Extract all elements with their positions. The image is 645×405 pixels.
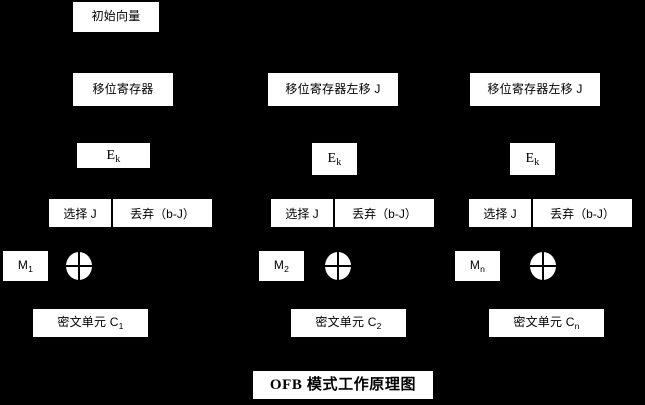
select-label-2: 选择 J (285, 206, 319, 221)
encrypt-box-3: Ek (510, 143, 555, 175)
initial-vector-label: 初始向量 (91, 9, 141, 24)
plaintext-label-2: M2 (273, 258, 290, 274)
discard-label-1: 丢弃（b-J） (130, 206, 195, 221)
select-cell-1: 选择 J (49, 199, 113, 227)
shift-register-box-3: 移位寄存器左移 J (470, 73, 600, 106)
ciphertext-label-1: 密文单元 C1 (57, 315, 124, 331)
plaintext-box-1: M1 (3, 251, 48, 281)
plaintext-box-3: Mn (455, 251, 500, 281)
plaintext-label-3: Mn (469, 258, 486, 274)
ciphertext-label-2: 密文单元 C2 (315, 315, 382, 331)
select-cell-3: 选择 J (469, 199, 533, 227)
xor-icon-3 (530, 252, 556, 280)
encrypt-label-1: Ek (106, 147, 121, 165)
initial-vector-box: 初始向量 (73, 2, 159, 32)
ciphertext-label-3: 密文单元 Cn (513, 315, 580, 331)
encrypt-box-1: Ek (77, 143, 150, 168)
discard-cell-3: 丢弃（b-J） (533, 199, 632, 227)
plaintext-label-1: M1 (17, 258, 34, 274)
select-discard-group-1: 选择 J 丢弃（b-J） (49, 199, 212, 227)
discard-label-2: 丢弃（b-J） (352, 206, 417, 221)
select-discard-group-3: 选择 J 丢弃（b-J） (469, 199, 632, 227)
xor-icon-1 (66, 252, 92, 280)
xor-icon-2 (325, 252, 351, 280)
diagram-title-box: OFB 模式工作原理图 (253, 371, 433, 399)
ciphertext-box-1: 密文单元 C1 (33, 309, 148, 337)
select-discard-group-2: 选择 J 丢弃（b-J） (271, 199, 434, 227)
discard-cell-2: 丢弃（b-J） (335, 199, 434, 227)
shift-register-label-1: 移位寄存器 (92, 81, 154, 96)
discard-cell-1: 丢弃（b-J） (113, 199, 212, 227)
select-label-1: 选择 J (63, 206, 97, 221)
encrypt-box-2: Ek (312, 143, 357, 175)
shift-register-box-2: 移位寄存器左移 J (268, 73, 398, 106)
shift-register-label-2: 移位寄存器左移 J (285, 81, 381, 96)
ciphertext-box-2: 密文单元 C2 (291, 309, 406, 337)
encrypt-label-2: Ek (327, 151, 342, 169)
diagram-title: OFB 模式工作原理图 (269, 376, 417, 393)
ciphertext-box-3: 密文单元 Cn (489, 309, 604, 337)
shift-register-label-3: 移位寄存器左移 J (487, 81, 583, 96)
plaintext-box-2: M2 (259, 251, 304, 281)
select-label-3: 选择 J (483, 206, 517, 221)
encrypt-label-3: Ek (525, 151, 540, 169)
shift-register-box-1: 移位寄存器 (73, 73, 173, 106)
select-cell-2: 选择 J (271, 199, 335, 227)
discard-label-3: 丢弃（b-J） (550, 206, 615, 221)
